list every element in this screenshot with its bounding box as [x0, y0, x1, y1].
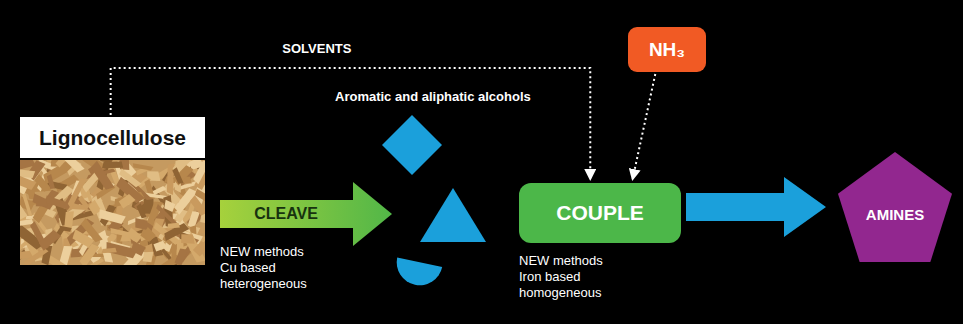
connector-group	[111, 68, 826, 237]
wood-chip	[89, 258, 104, 265]
wood-chip	[102, 162, 123, 169]
wood-chip	[91, 161, 115, 190]
process-box: COUPLENEW methods Iron based homogeneous	[519, 183, 681, 243]
wood-chip	[102, 248, 117, 254]
wood-chip	[88, 200, 101, 216]
node-text-area: AMINES	[838, 152, 952, 262]
method-note: NEW methods Cu based heterogeneous	[220, 244, 320, 292]
reagent-box: NH₃	[628, 27, 706, 72]
material-box: Lignocellulose	[20, 117, 205, 158]
wood-chip	[47, 174, 55, 189]
method-note: NEW methods Iron based homogeneous	[519, 253, 619, 301]
wood-chip	[78, 195, 90, 208]
blue-triangle-symbol	[420, 188, 486, 242]
wood-chip	[131, 241, 146, 256]
wood-chip	[168, 223, 180, 229]
wood-chip	[56, 160, 68, 168]
wood-chip	[20, 169, 35, 178]
wood-chip	[195, 189, 205, 201]
wood-chip	[137, 203, 147, 218]
wood-chip	[99, 209, 126, 224]
wood-chip	[164, 223, 189, 241]
wood-chip	[133, 163, 154, 170]
wood-chip	[36, 203, 48, 206]
wood-chip	[59, 160, 84, 173]
blue-semicircle-symbol	[392, 258, 442, 290]
node-text-area: NH₃	[628, 27, 706, 72]
connector-label: SOLVENTS	[282, 41, 351, 56]
pentagon-fill	[838, 152, 952, 262]
wood-chip	[193, 241, 205, 256]
node-title: CLEAVE	[254, 205, 318, 223]
wood-chips-texture	[20, 160, 205, 265]
wood-chip	[46, 196, 72, 210]
wood-chip	[119, 194, 136, 209]
node-text-area: COUPLE	[519, 183, 681, 243]
node-text-area: CLEAVE	[220, 182, 392, 246]
wood-chip	[172, 167, 183, 184]
wood-chip	[24, 248, 48, 265]
blue-diamond-symbol	[382, 115, 442, 175]
wood-chip	[193, 160, 205, 184]
wood-chip	[164, 200, 175, 212]
node-title: Lignocellulose	[39, 126, 186, 150]
wood-chip	[143, 252, 154, 263]
group-label: Aromatic and aliphatic alcohols	[335, 89, 531, 104]
wood-chip	[60, 226, 72, 232]
product-pentagon: AMINES	[838, 152, 952, 262]
wood-chip	[143, 227, 156, 241]
node-title: NH₃	[649, 39, 685, 61]
node-title: AMINES	[866, 206, 924, 223]
arrow-fill	[220, 182, 392, 246]
node-title: COUPLE	[556, 201, 644, 225]
wood-chip	[110, 228, 139, 238]
node-text-area: Lignocellulose	[20, 117, 205, 158]
flow-arrow	[686, 177, 826, 237]
wood-chip	[20, 202, 28, 219]
dotted-connector	[632, 74, 655, 180]
wood-chip	[181, 234, 195, 244]
wood-chip	[154, 241, 168, 252]
wood-chip	[68, 178, 87, 209]
wood-chip	[175, 248, 189, 265]
process-arrow: CLEAVENEW methods Cu based heterogeneous	[220, 182, 392, 246]
wood-chip	[39, 230, 61, 251]
wood-chip	[119, 168, 141, 187]
wood-chip	[81, 218, 103, 242]
wood-chip	[20, 173, 36, 190]
wood-chips-photo	[20, 160, 205, 265]
